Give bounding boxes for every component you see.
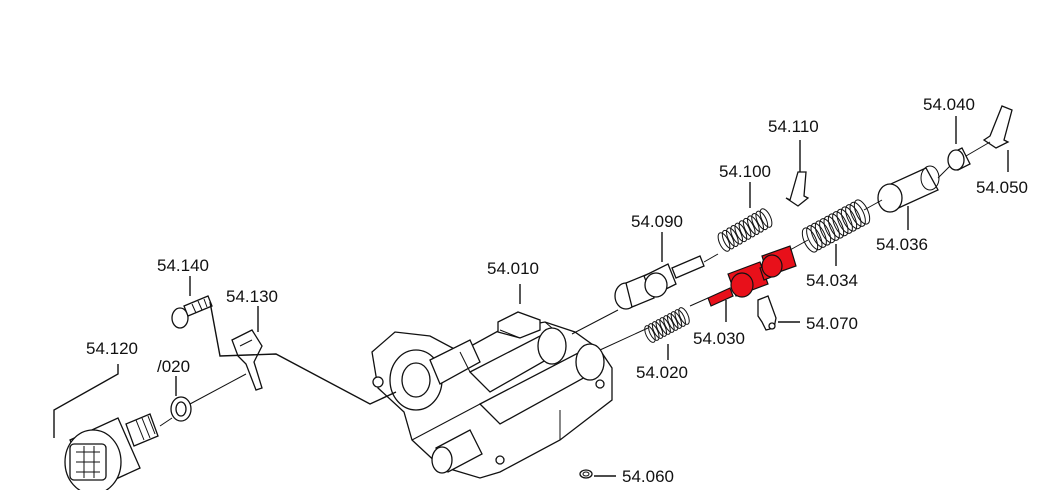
label-020: /020 — [157, 357, 190, 376]
spring-coil — [717, 232, 731, 252]
spring-coil — [734, 222, 748, 243]
spring-coil — [747, 215, 760, 235]
cup-plug — [947, 147, 971, 171]
spring-coil — [806, 225, 823, 251]
retainer-plate-54110 — [785, 171, 810, 207]
spring-coil — [730, 225, 743, 245]
spring-coil — [726, 227, 739, 247]
spring-coil — [742, 217, 756, 238]
spring-coil — [659, 317, 671, 335]
small-plug — [579, 469, 593, 479]
solenoid — [64, 413, 159, 490]
spring-coil — [674, 309, 686, 327]
label-54034: 54.034 — [806, 271, 858, 290]
label-54030: 54.030 — [693, 329, 745, 348]
spring-coil — [853, 199, 871, 225]
sleeve-plug — [877, 165, 940, 213]
spring-coil — [832, 211, 849, 237]
spring-coil — [759, 208, 773, 228]
spring-coil — [845, 204, 862, 230]
retaining-clip-54070 — [757, 295, 777, 331]
spring-coil — [840, 206, 858, 232]
label-54070: 54.070 — [806, 314, 858, 333]
plunger — [614, 255, 705, 310]
spring-coil — [755, 210, 769, 231]
label-54036: 54.036 — [876, 235, 928, 254]
part-labels: 54.010 54.020 54.030 54.034 54.036 54.04… — [86, 95, 1028, 486]
spring-coil — [655, 319, 668, 337]
label-54130: 54.130 — [226, 287, 278, 306]
spring-coil — [827, 213, 845, 239]
spring-coil — [721, 229, 735, 250]
spring-coil — [801, 227, 819, 253]
leader-lines — [53, 116, 1009, 477]
label-54120: 54.120 — [86, 339, 138, 358]
spring-coil — [823, 215, 840, 241]
spring-coil — [810, 222, 827, 248]
clip-bracket — [231, 329, 263, 391]
label-54090: 54.090 — [631, 212, 683, 231]
label-54100: 54.100 — [719, 162, 771, 181]
spring-coil — [836, 208, 853, 234]
retainer-plate-54050 — [982, 105, 1013, 149]
spring-coil — [678, 307, 690, 325]
spring-coil — [814, 220, 832, 246]
spring-coil — [751, 213, 764, 233]
o-ring — [170, 396, 192, 422]
spring-coil — [849, 201, 866, 227]
spring-54020 — [644, 307, 690, 343]
label-54060: 54.060 — [622, 467, 674, 486]
bolt — [171, 295, 213, 329]
spring-coil — [644, 325, 656, 343]
label-54050: 54.050 — [976, 178, 1028, 197]
label-54010: 54.010 — [487, 259, 539, 278]
label-54040: 54.040 — [923, 95, 975, 114]
spring-coil — [738, 220, 752, 240]
label-54020: 54.020 — [636, 363, 688, 382]
spring-54034 — [801, 199, 871, 253]
spring-coil — [670, 311, 683, 329]
label-54140: 54.140 — [157, 256, 209, 275]
label-54110: 54.110 — [768, 117, 819, 136]
spring-coil — [819, 218, 836, 244]
valve-body-housing — [371, 311, 613, 479]
spring-54100 — [717, 208, 773, 252]
valve-spool-highlighted — [707, 245, 797, 307]
